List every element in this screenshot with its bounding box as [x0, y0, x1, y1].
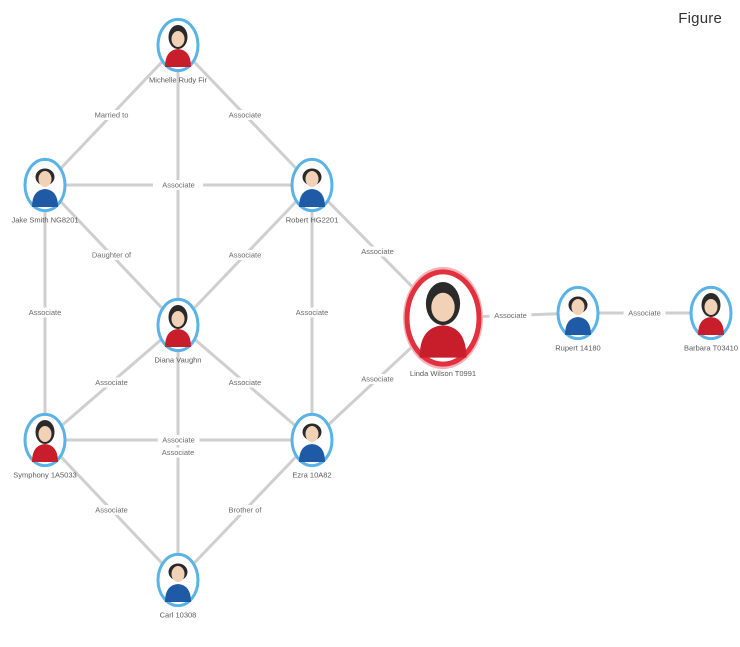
male-avatar-icon: [299, 423, 325, 462]
node-label: Ezra 10A82: [292, 471, 331, 480]
edge-label-backdrop: [489, 310, 532, 321]
edge-label-backdrop: [291, 307, 333, 318]
node-linda[interactable]: Linda Wilson T0991: [403, 266, 483, 378]
edge-layer: [43, 43, 711, 582]
edge-label: Associate: [229, 378, 262, 387]
edge-label-backdrop: [623, 308, 666, 318]
edge-label: Married to: [95, 111, 129, 120]
node-michelle[interactable]: Michelle Rudy Fir: [149, 17, 207, 85]
node-jake[interactable]: Jake Smith NG8201: [11, 157, 79, 225]
node-label: Rupert 14180: [555, 344, 600, 353]
edge-label: Associate: [95, 378, 128, 387]
edge-label-backdrop: [88, 110, 135, 120]
edge-label-layer: Married toAssociateDaughter ofAssociateD…: [24, 110, 666, 515]
edge-label: Associate: [162, 448, 195, 457]
edge-label-backdrop: [157, 447, 199, 458]
edge-label: Associate: [628, 309, 661, 318]
edge-label-backdrop: [224, 250, 266, 260]
node-ezra[interactable]: Ezra 10A82: [290, 412, 334, 480]
edge-label-backdrop: [90, 505, 133, 515]
node-label: Jake Smith NG8201: [11, 216, 78, 225]
node-label: Symphony 1A5033: [13, 471, 76, 480]
edge-label: Associate: [229, 251, 262, 260]
node-label: Michelle Rudy Fir: [149, 76, 207, 85]
edge-label: Associate: [29, 308, 62, 317]
edge-label-backdrop: [222, 505, 268, 515]
edge-label-backdrop: [356, 374, 399, 384]
male-avatar-icon: [32, 168, 58, 207]
edge-label: Associate: [162, 181, 195, 190]
edge-label-backdrop: [356, 246, 399, 257]
node-label: Robert HG2201: [286, 216, 339, 225]
edge-label: Associate: [296, 308, 329, 317]
edge-label: Daughter of: [92, 251, 132, 260]
node-label: Linda Wilson T0991: [410, 369, 476, 378]
edge-label: Associate: [494, 311, 527, 320]
node-carl[interactable]: Carl 10308: [156, 552, 200, 620]
edge-label-backdrop: [224, 377, 266, 388]
node-barbara[interactable]: Barbara T03410: [684, 285, 738, 353]
female-avatar-icon: [419, 282, 467, 358]
node-label: Barbara T03410: [684, 344, 738, 353]
edge-label-backdrop: [157, 180, 200, 190]
male-avatar-icon: [165, 563, 191, 602]
node-diana[interactable]: Diana Vaughn: [155, 297, 202, 365]
female-avatar-icon: [32, 420, 58, 462]
edge-label: Associate: [361, 247, 394, 256]
female-avatar-icon: [165, 305, 191, 347]
female-avatar-icon: [698, 293, 724, 335]
edge-label: Associate: [229, 111, 262, 120]
node-label: Diana Vaughn: [155, 356, 202, 365]
node-symphony[interactable]: Symphony 1A5033: [13, 412, 77, 480]
edge-label-backdrop: [24, 307, 66, 318]
male-avatar-icon: [565, 296, 591, 335]
edge-label: Associate: [95, 506, 128, 515]
female-avatar-icon: [165, 25, 191, 67]
edge-label-backdrop: [224, 110, 266, 120]
edge-label: Associate: [162, 436, 195, 445]
edge-label: Associate: [361, 375, 394, 384]
edge-label-backdrop: [90, 377, 133, 388]
edge-label-backdrop: [157, 435, 200, 445]
male-avatar-icon: [299, 168, 325, 207]
node-rupert[interactable]: Rupert 14180: [555, 285, 601, 353]
edge-label: Brother of: [229, 506, 263, 515]
edge-label-backdrop: [86, 250, 137, 260]
node-label: Carl 10308: [160, 611, 197, 620]
node-robert[interactable]: Robert HG2201: [286, 157, 339, 225]
figure-title: Figure: [678, 10, 722, 27]
